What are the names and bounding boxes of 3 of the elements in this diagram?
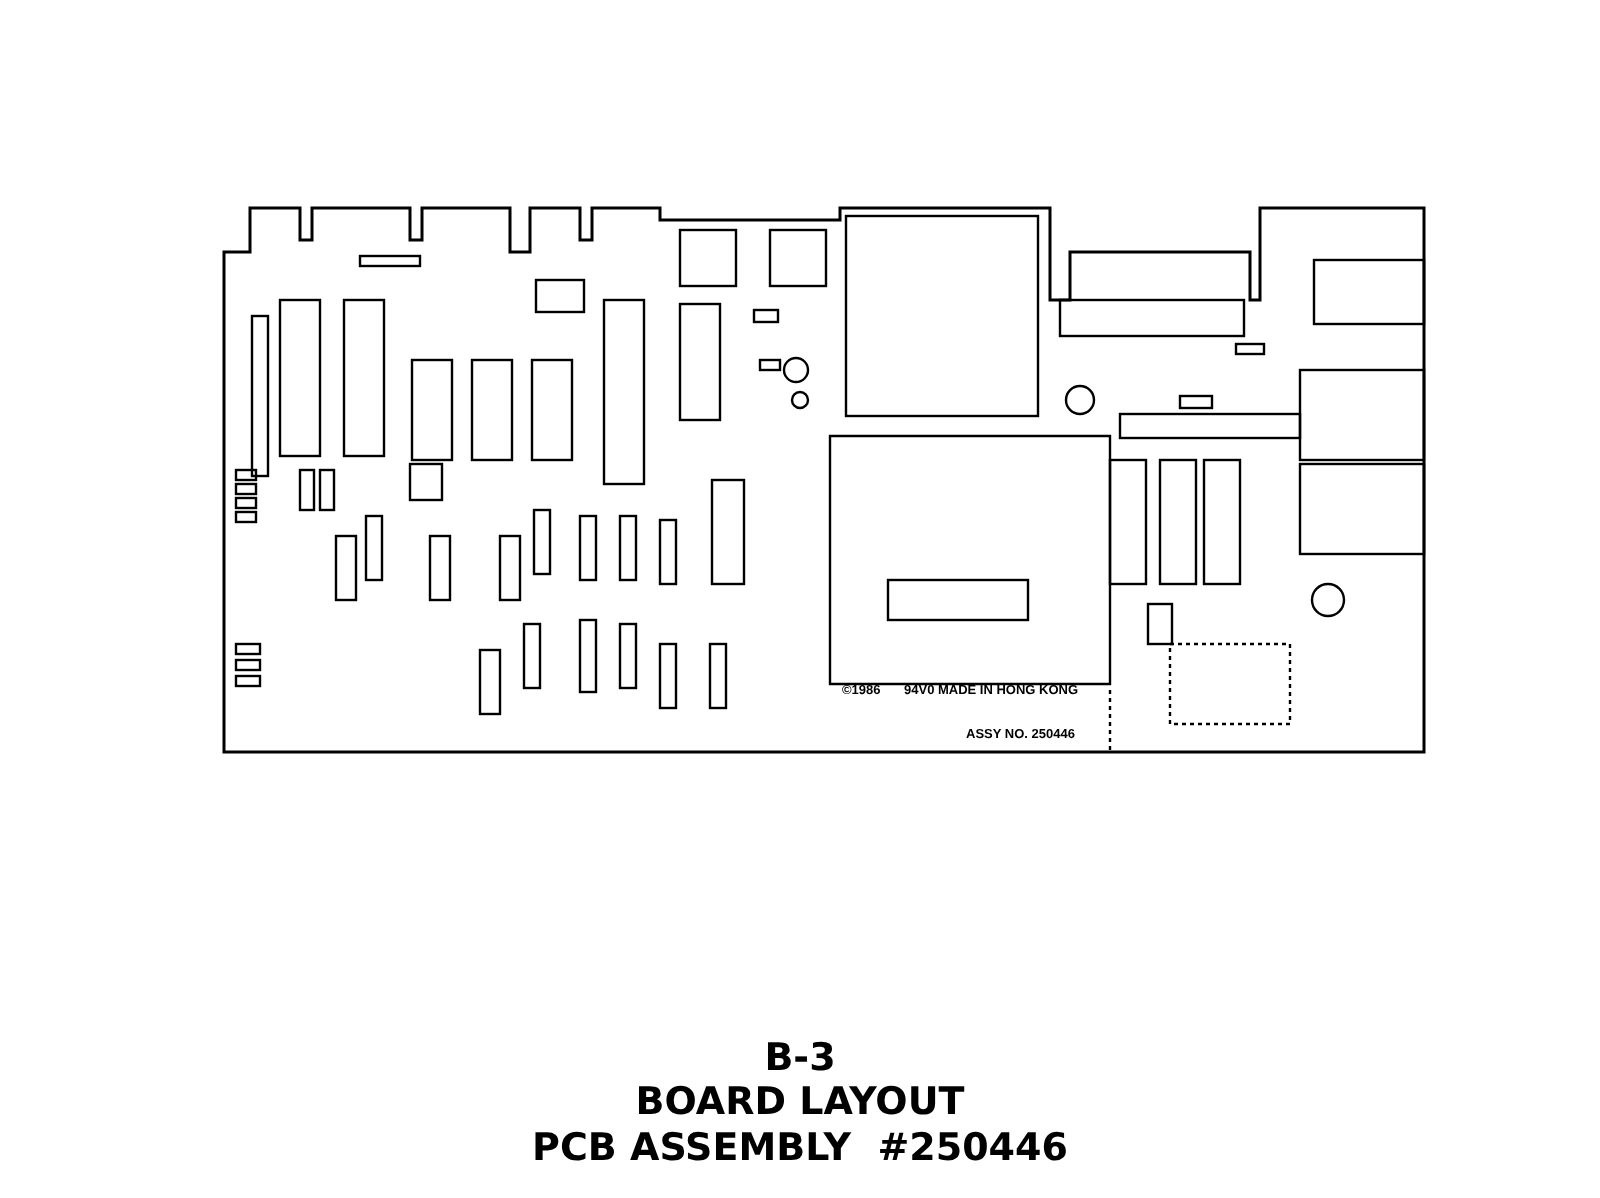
figure-caption: PCB ASSEMBLY #250446 (530, 1126, 1070, 1170)
figure-caption: BOARD LAYOUT (633, 1080, 967, 1124)
figure-title: B-3 (762, 1036, 838, 1080)
